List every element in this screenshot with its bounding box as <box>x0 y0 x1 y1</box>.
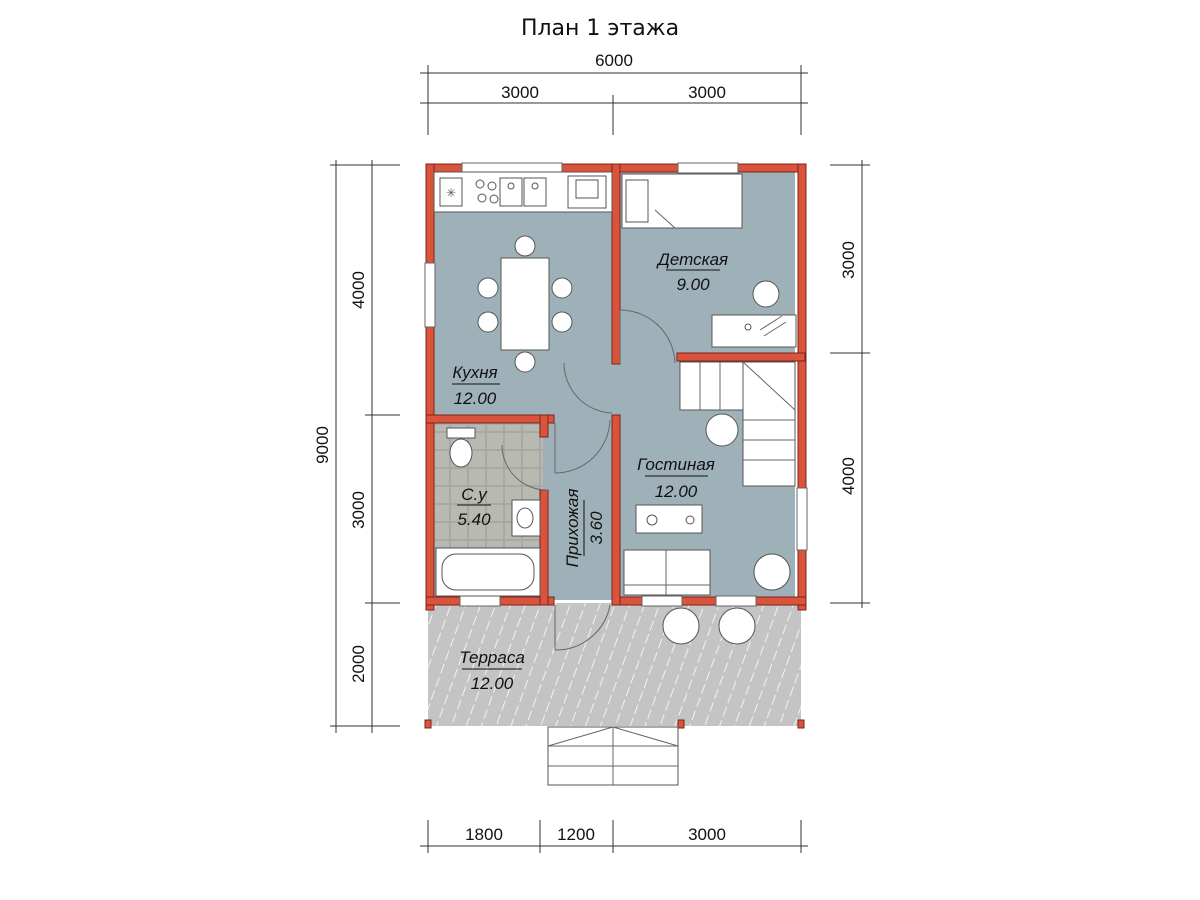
room-name-terrace: Терраса <box>459 648 525 667</box>
doors <box>501 309 676 651</box>
dimension-lines <box>330 65 870 853</box>
room-labels: Детская 9.00 Кухня 12.00 Гостиная 12.00 … <box>452 250 728 693</box>
stairs <box>679 361 796 487</box>
dim-left-total: 9000 <box>313 426 332 464</box>
dim-left-1: 4000 <box>349 271 368 309</box>
kitchen-furniture: ✳ <box>433 171 613 373</box>
dim-bottom-3: 3000 <box>688 825 726 844</box>
dimension-labels: 6000 3000 3000 9000 4000 3000 2000 3000 … <box>313 51 858 844</box>
svg-text:✳: ✳ <box>446 186 456 200</box>
room-name-living: Гостиная <box>637 455 715 474</box>
entrance-steps <box>547 726 679 786</box>
plan-title: План 1 этажа <box>520 16 680 41</box>
room-area-kitchen: 12.00 <box>454 389 497 408</box>
dim-right-1: 3000 <box>839 241 858 279</box>
terrace-post <box>424 719 432 729</box>
children-furniture <box>621 173 797 348</box>
windows <box>424 162 808 607</box>
dim-left-2: 3000 <box>349 491 368 529</box>
room-name-children: Детская <box>656 250 728 269</box>
dim-top-total: 6000 <box>595 51 633 70</box>
dim-top-right: 3000 <box>688 83 726 102</box>
dim-bottom-1: 1800 <box>465 825 503 844</box>
dim-bottom-2: 1200 <box>557 825 595 844</box>
room-area-living: 12.00 <box>655 482 698 501</box>
walls <box>425 163 807 611</box>
bathroom-furniture <box>435 427 541 597</box>
terrace-post <box>797 719 805 729</box>
room-area-terrace: 12.00 <box>471 674 514 693</box>
dim-right-2: 4000 <box>839 457 858 495</box>
room-area-bathroom: 5.40 <box>457 510 491 529</box>
room-name-hall: Прихожая <box>563 489 582 568</box>
dim-top-left: 3000 <box>501 83 539 102</box>
terrace-post <box>677 719 685 729</box>
room-name-kitchen: Кухня <box>452 363 497 382</box>
room-area-hall: 3.60 <box>587 511 606 545</box>
dim-left-3: 2000 <box>349 645 368 683</box>
terrace-chairs <box>662 607 756 645</box>
room-area-children: 9.00 <box>676 275 710 294</box>
room-name-bathroom: С.у <box>461 485 488 504</box>
living-furniture <box>623 504 791 596</box>
